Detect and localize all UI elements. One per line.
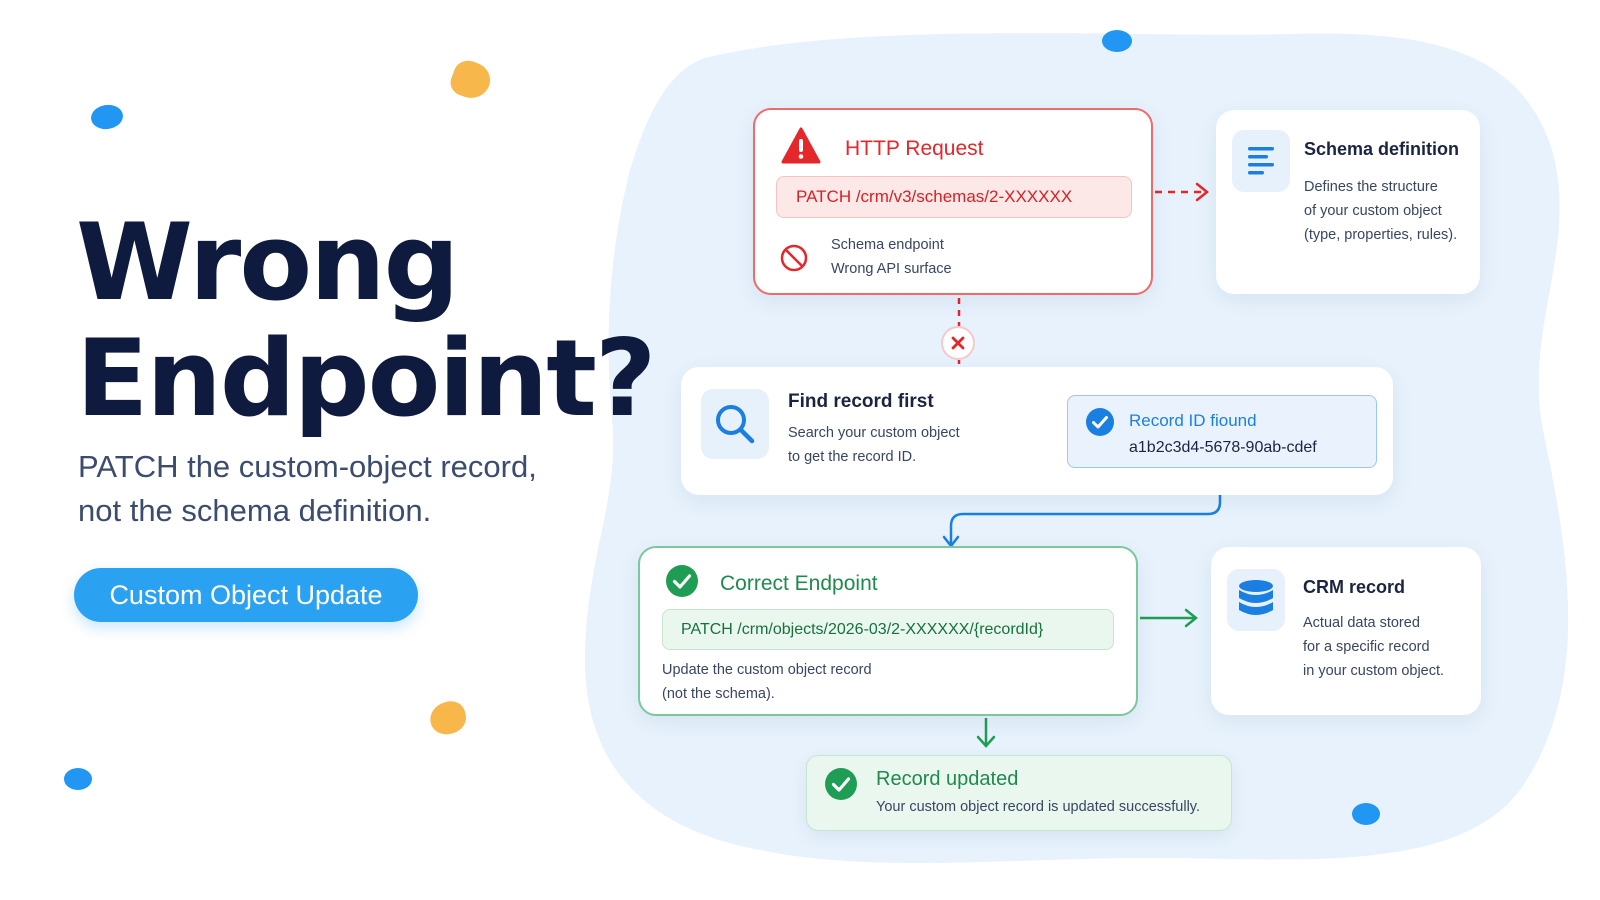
text-line-2: (not the schema). [662, 686, 775, 702]
search-icon-tile [701, 389, 769, 459]
http-request-note: Schema endpoint Wrong API surface [831, 233, 952, 281]
check-circle-icon [666, 565, 698, 597]
subtitle: PATCH the custom-object record, not the … [78, 445, 598, 533]
correct-endpoint-text: Update the custom object record (not the… [662, 658, 872, 706]
subtitle-line-2: not the schema definition. [78, 493, 432, 528]
record-id-label: Record ID fiound [1129, 411, 1257, 430]
decorative-dot [1352, 803, 1380, 825]
arrowhead [1195, 182, 1210, 202]
document-lines-icon [1248, 147, 1274, 175]
blocked-x-icon [941, 326, 975, 360]
record-updated-text: Your custom object record is updated suc… [876, 799, 1200, 815]
record-id-box: Record ID fiound a1b2c3d4-5678-90ab-cdef [1067, 395, 1377, 468]
headline-line-1: Wrong [76, 201, 459, 324]
find-record-title: Find record first [788, 391, 934, 412]
note-line-1: Schema endpoint [831, 237, 944, 253]
crm-record-card: CRM record Actual data stored for a spec… [1211, 547, 1481, 715]
database-icon [1239, 580, 1273, 615]
find-record-text: Search your custom object to get the rec… [788, 421, 960, 469]
text-line-1: Actual data stored [1303, 615, 1420, 631]
check-badge-icon [1086, 408, 1114, 436]
subtitle-line-1: PATCH the custom-object record, [78, 449, 537, 484]
crm-record-title: CRM record [1303, 577, 1406, 597]
check-circle-icon [825, 768, 857, 800]
headline-line-2: Endpoint? [76, 317, 656, 440]
warning-icon [781, 127, 821, 164]
blocked-icon [780, 244, 808, 272]
text-line-2: for a specific record [1303, 639, 1430, 655]
correct-endpoint-card: Correct Endpoint PATCH /crm/objects/2026… [638, 546, 1138, 716]
schema-definition-card: Schema definition Defines the structure … [1216, 110, 1480, 294]
database-icon-tile [1227, 569, 1285, 631]
decorative-dot [1102, 30, 1132, 52]
search-icon [716, 405, 755, 444]
text-line-1: Search your custom object [788, 425, 960, 441]
wrong-endpoint-code: PATCH /crm/v3/schemas/2-XXXXXX [776, 176, 1132, 218]
text-line-1: Update the custom object record [662, 662, 872, 678]
text-line-3: in your custom object. [1303, 663, 1445, 679]
crm-record-text: Actual data stored for a specific record… [1303, 611, 1444, 683]
headline: Wrong Endpoint? [76, 205, 656, 440]
text-line-2: of your custom object [1304, 203, 1442, 219]
schema-definition-text: Defines the structure of your custom obj… [1304, 175, 1457, 247]
http-request-card: HTTP Request PATCH /crm/v3/schemas/2-XXX… [753, 108, 1153, 295]
note-line-2: Wrong API surface [831, 261, 952, 277]
correct-endpoint-code: PATCH /crm/objects/2026-03/2-XXXXXX/{rec… [662, 609, 1114, 650]
elbow-connector [949, 482, 1222, 544]
custom-object-update-button[interactable]: Custom Object Update [74, 568, 418, 622]
schema-definition-title: Schema definition [1304, 139, 1460, 159]
record-updated-card: Record updated Your custom object record… [806, 755, 1232, 831]
document-icon-tile [1232, 130, 1290, 192]
record-id-value: a1b2c3d4-5678-90ab-cdef [1129, 439, 1317, 456]
text-line-3: (type, properties, rules). [1304, 227, 1458, 243]
correct-endpoint-title: Correct Endpoint [720, 572, 878, 595]
record-updated-title: Record updated [876, 768, 1019, 790]
arrowhead [1184, 608, 1199, 628]
text-line-1: Defines the structure [1304, 179, 1438, 195]
decorative-dot [64, 768, 92, 790]
http-request-title: HTTP Request [845, 137, 984, 160]
text-line-2: to get the record ID. [788, 449, 917, 465]
arrowhead [976, 735, 996, 748]
